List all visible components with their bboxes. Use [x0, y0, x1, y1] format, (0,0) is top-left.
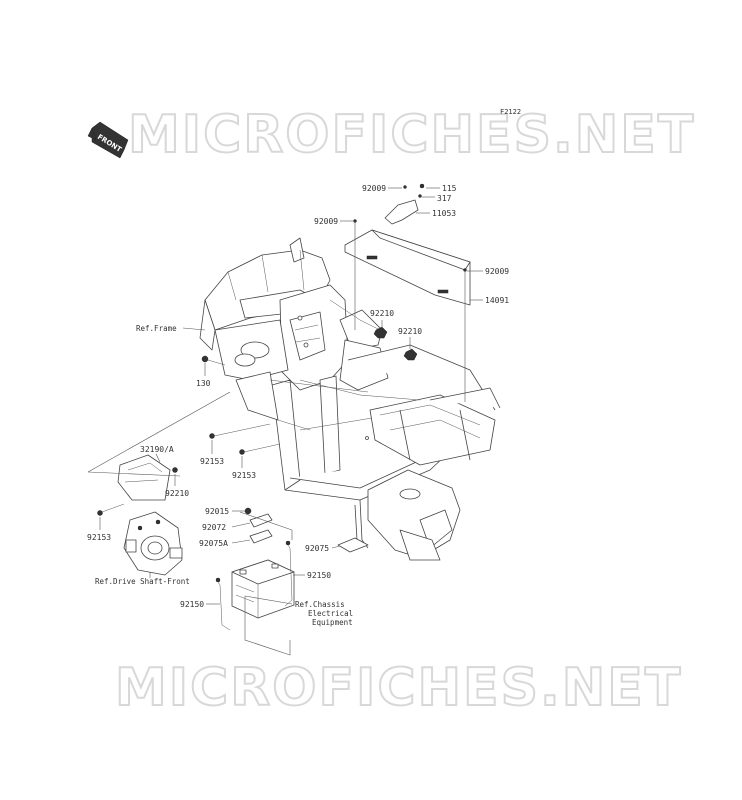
part-drawing-92153-bolts: [97, 423, 281, 516]
watermark-top: MICROFICHES.NET: [128, 105, 695, 165]
label-92150a: 92150: [307, 571, 331, 580]
label-32190A: 32190/A: [140, 445, 174, 454]
label-92153a: 92153: [200, 457, 224, 466]
label-14091: 14091: [485, 296, 509, 305]
label-130: 130: [196, 379, 211, 388]
label-92015: 92015: [205, 507, 229, 516]
watermark-bottom: MICROFICHES.NET: [115, 658, 682, 718]
part-drawing-92150-rods: [215, 540, 293, 631]
frame-drawing: [199, 237, 501, 561]
label-92210c: 92210: [165, 489, 189, 498]
label-115: 115: [442, 184, 457, 193]
part-drawing-92210b: [403, 348, 418, 361]
label-92075A: 92075A: [199, 539, 228, 548]
label-92009c: 92009: [485, 267, 509, 276]
label-92150b: 92150: [180, 600, 204, 609]
part-drawing-11053: [353, 183, 467, 272]
leader-lines: [87, 187, 483, 656]
label-92153b: 92153: [232, 471, 256, 480]
part-drawing-130: [201, 355, 226, 366]
ref-frame-label: Ref.Frame: [136, 324, 177, 333]
part-labels: 92009 115 317 92009 11053 92009 14091 92…: [87, 184, 509, 609]
part-drawing-drive-shaft-front: [123, 511, 183, 576]
label-92072: 92072: [202, 523, 226, 532]
label-92009a: 92009: [362, 184, 386, 193]
label-92075: 92075: [305, 544, 329, 553]
label-92153c: 92153: [87, 533, 111, 542]
ref-chassis-label-line1: Ref.Chassis: [295, 600, 345, 609]
ref-drive-shaft-label: Ref.Drive Shaft-Front: [95, 577, 190, 586]
label-92009b: 92009: [314, 217, 338, 226]
ref-chassis-label-line2: Electrical: [308, 609, 353, 618]
part-drawing-32190A: [117, 454, 178, 501]
figure-code: F2122: [500, 108, 521, 116]
label-92210b: 92210: [398, 327, 422, 336]
label-317: 317: [437, 194, 452, 203]
label-92210a: 92210: [370, 309, 394, 318]
part-drawing-14091: [344, 229, 471, 306]
ref-chassis-label-line3: Equipment: [312, 618, 353, 627]
part-drawing-battery: [231, 559, 295, 619]
part-drawing-battery-hardware: [244, 507, 369, 553]
reference-labels: Ref.Frame Ref.Drive Shaft-Front Ref.Chas…: [95, 324, 353, 627]
front-arrow: FRONT: [87, 121, 129, 159]
label-11053: 11053: [432, 209, 456, 218]
